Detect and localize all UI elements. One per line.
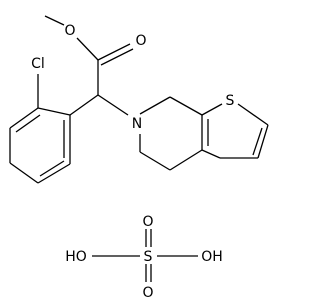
chlorophenyl-ring [9,74,71,184]
phenyl-inner-double-bond [15,114,41,133]
methyl-ester-group [44,15,134,95]
thiophene-ring [201,103,269,159]
ring-bond [169,149,203,171]
piperidine-ring [139,96,203,171]
phenyl-inner-double-bond [39,160,65,177]
phenyl-bond [37,163,71,184]
sulfate-left-hydroxyl-label: HO [65,249,87,265]
sulfate-right-hydroxyl-label: OH [201,249,223,265]
ring-bond [169,96,203,116]
phenyl-bond [9,162,39,184]
phenyl-bond [37,107,71,116]
alpha-to-phenyl-bond [69,94,99,116]
thiophene-bond [237,103,269,126]
sulfate-top-oxygen-label: O [142,214,153,230]
clopidogrel-bisulfate-structure: O O Cl N S S O O HO OH [9,15,269,301]
nitrogen-label: N [132,116,142,132]
sulfuric-acid [92,229,198,282]
thiophene-bond [257,124,269,159]
structure-canvas: O O Cl N S S O O HO OH [9,15,269,301]
alpha-to-nitrogen-bond [97,94,129,116]
sulfate-bottom-oxygen-label: O [142,285,153,301]
thiophene-double-bond [252,127,263,156]
sulfur-label: S [226,93,235,109]
ring-bond [139,151,171,171]
phenyl-bond [9,107,39,129]
thiophene-bond [201,149,221,159]
ester-oxygen-label: O [64,23,75,39]
thiophene-bond [201,103,223,116]
carbonyl-oxygen-label: O [135,33,146,49]
ester-o-bond [76,37,99,61]
ring-bond [139,96,171,115]
carbonyl-double-bond [100,48,134,66]
carbonyl-bond [97,43,131,61]
methyl-bond [44,15,65,26]
sulfate-sulfur-label: S [144,249,153,265]
chlorine-label: Cl [31,56,45,72]
